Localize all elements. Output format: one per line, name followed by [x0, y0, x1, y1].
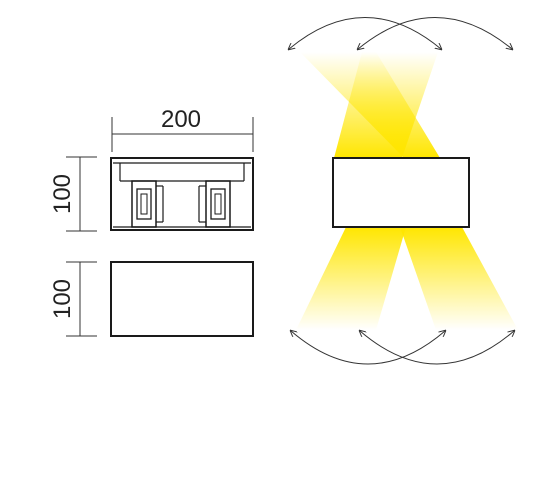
width-dimension-label: 200 [161, 106, 201, 133]
curved-double-arrow-icon [291, 331, 445, 365]
width-dimension: 200 [111, 106, 254, 152]
height-bottom-label: 100 [49, 279, 76, 319]
lamp-top-view [110, 157, 254, 231]
light-distribution [289, 17, 518, 365]
light-beam-down-right [400, 227, 518, 330]
light-beam-down-left [296, 227, 406, 330]
curved-double-arrow-icon [289, 17, 441, 50]
mounting-bracket-left [131, 180, 164, 228]
lamp-fixture [332, 157, 470, 228]
light-beam-up-right [334, 52, 438, 158]
height-dimension-bottom: 100 [49, 261, 97, 337]
lamp-top-view-outline [110, 157, 254, 231]
height-dimension-top: 100 [49, 156, 97, 232]
lamp-front-view [110, 261, 254, 337]
height-top-label: 100 [49, 174, 76, 214]
curved-double-arrow-icon [358, 17, 512, 50]
curved-double-arrow-icon [360, 331, 514, 365]
mounting-bracket-right [198, 180, 231, 228]
